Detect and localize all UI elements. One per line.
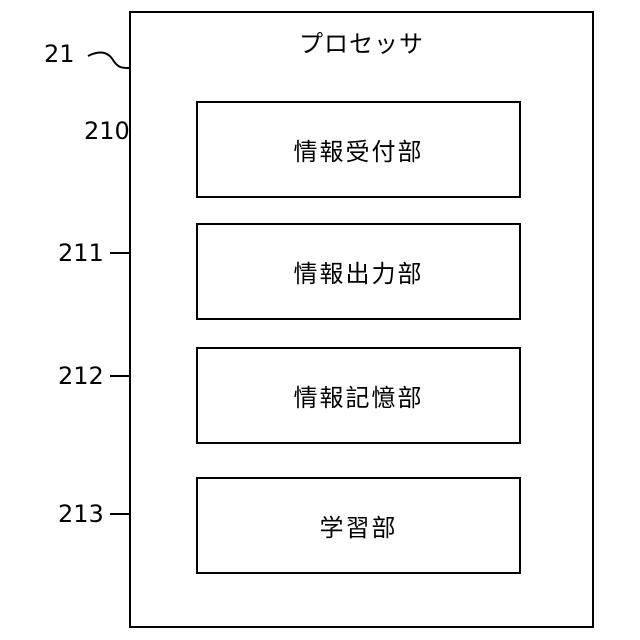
info-output-unit-label: 情報出力部 <box>294 254 424 289</box>
learning-unit-label: 学習部 <box>320 508 398 543</box>
unit-ref-label-213: 213 <box>58 500 104 528</box>
info-output-unit-box: 情報出力部 <box>196 223 521 320</box>
learning-unit-box: 学習部 <box>196 477 521 574</box>
info-storage-unit-box: 情報記憶部 <box>196 347 521 444</box>
info-receiving-unit-box: 情報受付部 <box>196 101 521 198</box>
unit-ref-label-212: 212 <box>58 362 104 390</box>
unit-ref-label-210: 210 <box>84 117 130 145</box>
info-storage-unit-label: 情報記憶部 <box>294 378 424 413</box>
leader-line-21 <box>88 53 129 68</box>
unit-ref-label-211: 211 <box>58 239 104 267</box>
processor-title: プロセッサ <box>129 28 594 60</box>
processor-ref-label: 21 <box>44 40 75 68</box>
info-receiving-unit-label: 情報受付部 <box>294 132 424 167</box>
